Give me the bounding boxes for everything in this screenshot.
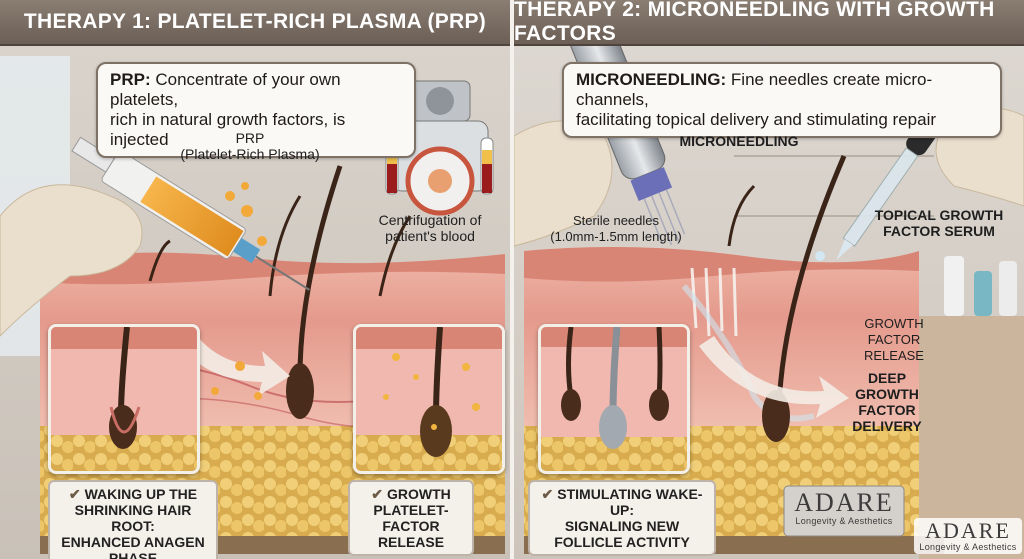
panel-divider (510, 0, 514, 559)
needles-label-line2: (1.0mm-1.5mm length) (550, 229, 682, 244)
plaque (783, 485, 905, 537)
callout-line2: rich in natural growth factors, is injec… (110, 110, 346, 149)
inset1-caption-line3: ENHANCED ANAGEN PHASE (61, 534, 205, 559)
centrifuge-label: Centrifugation of patient's blood (360, 212, 500, 244)
callout-term: PRP: (110, 70, 151, 89)
therapy2-title: THERAPY 2: MICRONEEDLING WITH GROWTH FAC… (514, 0, 1024, 46)
inset-caption: ✔STIMULATING WAKE-UP: SIGNALING NEW FOLL… (528, 480, 716, 556)
inset-growth-release (353, 324, 505, 474)
check-icon: ✔ (371, 486, 383, 502)
callout-line1: Fine needles create micro-channels, (576, 70, 933, 109)
centrifuge-label-line1: Centrifugation of (378, 212, 482, 228)
centrifuge (385, 80, 494, 216)
growth-factor-release-label: GROWTH FACTOR RELEASE (854, 316, 934, 364)
inset-caption-line2: SIGNALING NEW (564, 518, 680, 534)
release-label-line1: GROWTH (864, 316, 924, 331)
deep-delivery-label: DEEP GROWTH FACTOR DELIVERY (844, 370, 930, 434)
callout-term: MICRONEEDLING: (576, 70, 727, 89)
inset-caption-line1: STIMULATING WAKE-UP: (557, 486, 703, 518)
therapy1-callout: PRP: Concentrate of your own platelets, … (96, 62, 416, 158)
corner-logo: ADARE Longevity & Aesthetics (914, 518, 1022, 554)
plaque-logo-tagline: Longevity & Aesthetics (795, 516, 893, 526)
inset2-caption: ✔GROWTH PLATELET-FACTOR RELEASE (348, 480, 474, 556)
inset2-caption-line1: GROWTH (386, 486, 451, 502)
prp-label: PRP (Platelet-Rich Plasma) (170, 130, 330, 162)
left-gloved-hand (514, 120, 613, 247)
hair-follicle (762, 390, 790, 442)
callout-line1: Concentrate of your own platelets, (110, 70, 341, 109)
centrifuge-label-line2: patient's blood (385, 228, 475, 244)
delivery-label-line4: DELIVERY (852, 418, 922, 434)
corner-logo-name: ADARE (925, 518, 1011, 543)
release-label-line2: FACTOR (867, 332, 921, 347)
delivery-label-line2: GROWTH (855, 386, 919, 402)
inset1-caption-line1: WAKING UP THE (84, 486, 198, 502)
callout-line2: facilitating topical delivery and stimul… (576, 110, 937, 129)
corner-logo-tagline: Longevity & Aesthetics (919, 542, 1017, 552)
inset1-caption: ✔WAKING UP THE SHRINKING HAIR ROOT: ENHA… (48, 480, 218, 559)
inset1-caption-line2: SHRINKING HAIR ROOT: (74, 502, 192, 534)
needles-label: Sterile needles (1.0mm-1.5mm length) (536, 213, 696, 245)
check-icon: ✔ (68, 486, 81, 502)
hair-follicle (286, 363, 314, 419)
delivery-label-line3: FACTOR (858, 402, 916, 418)
serum-label-line1: TOPICAL GROWTH (874, 207, 1004, 223)
prp-label-title: PRP (235, 130, 265, 146)
plaque-logo-name: ADARE (794, 488, 894, 517)
syringe (71, 136, 310, 291)
gloved-hand (0, 184, 143, 337)
serum-label-line2: FACTOR SERUM (883, 223, 995, 239)
inset2-caption-line2: PLATELET-FACTOR (373, 502, 449, 534)
microneedling-label: MICRONEEDLING (679, 133, 799, 149)
inset-caption-line3: FOLLICLE ACTIVITY (554, 534, 690, 550)
delivery-label-line1: DEEP (867, 370, 907, 386)
plaque-logo: ADARE Longevity & Aesthetics (784, 488, 904, 527)
inset-shrinking-root (48, 324, 200, 474)
inset2-caption-line3: RELEASE (377, 534, 445, 550)
needles-label-line1: Sterile needles (573, 213, 659, 228)
inset-follicle-activity (538, 324, 690, 474)
therapy1-title: THERAPY 1: PLATELET-RICH PLASMA (PRP) (0, 0, 510, 46)
serum-label: TOPICAL GROWTH FACTOR SERUM (864, 207, 1014, 239)
therapy1-panel: THERAPY 1: PLATELET-RICH PLASMA (PRP) (0, 0, 510, 559)
therapy2-panel: THERAPY 2: MICRONEEDLING WITH GROWTH FAC… (514, 0, 1024, 559)
micro-channels (690, 267, 738, 337)
prp-label-subtitle: (Platelet-Rich Plasma) (180, 146, 320, 162)
therapy2-callout: MICRONEEDLING: Fine needles create micro… (562, 62, 1002, 138)
release-label-line3: RELEASE (864, 348, 924, 363)
check-icon: ✔ (541, 486, 554, 502)
